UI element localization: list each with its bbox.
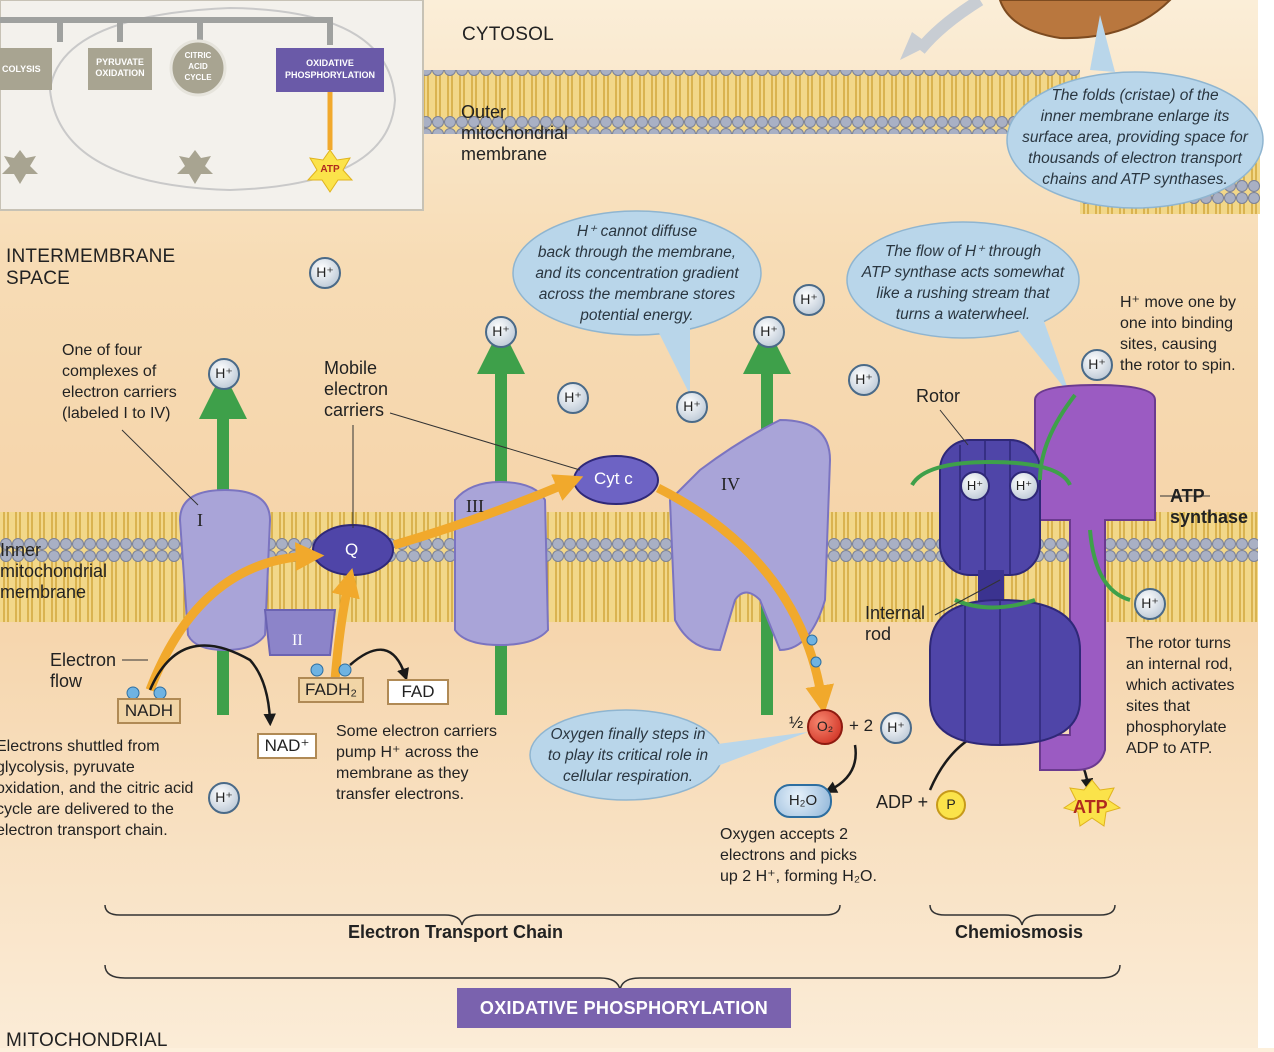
fad-box: FAD [387,679,449,705]
leader-lines [121,409,1210,661]
chemiosmosis-label: Chemiosmosis [955,922,1084,942]
oxygen-molecule: O₂ [807,709,843,745]
bubble-flow [846,221,1080,339]
inset-pyruvate-box [88,48,152,90]
bracket-chemi [929,904,1116,926]
inset-oxphos-box [276,48,384,92]
inset-burst [177,150,213,184]
h-ion: H⁺ [309,257,341,289]
rotor-label: Rotor [916,386,961,406]
electron-path-nadh [145,542,325,692]
h-ion: H⁺ [1081,349,1113,381]
electron-dot [806,634,818,646]
h-ion-reactant: H⁺ [880,712,912,744]
complex-I [178,488,272,652]
inset-citric-cycle [169,39,227,97]
inset-atp-label: ATP [320,164,340,175]
matrix-label: MITOCHONDRIAL [6,1030,168,1051]
h-ion: H⁺ [557,382,589,414]
adp-label: ADP + [876,792,929,812]
h-ion: H⁺ [793,284,825,316]
inset-atp-burst [306,149,354,193]
complex-IV [668,418,832,652]
right-margin [1258,0,1274,1048]
inset-panel [0,0,424,211]
h-ion: H⁺ [208,358,240,390]
half-label: ½ [789,713,804,732]
etc-label: Electron Transport Chain [348,922,564,942]
electron-path-q-cytc [392,474,584,550]
bracket-etc [104,904,841,926]
h-ion: H⁺ [960,471,990,501]
atp-product-label: ATP [1073,797,1108,817]
outer-membrane-label: Outer mitochondrial membrane [461,102,569,164]
inner-membrane-label: Inner mitochondrial membrane [0,540,108,602]
complex-I-label: I [197,510,203,530]
water-molecule: H₂O [774,784,832,818]
electron-dot [338,663,352,677]
cytosol-label: CYTOSOL [462,24,554,45]
atp-burst [1062,779,1122,827]
cytc-label: Cyt c [594,469,633,488]
proton-path-synthase [1038,393,1131,602]
rotation-arrow [910,459,1072,487]
h-ion: H⁺ [848,364,880,396]
inset-glycolysis-label: COLYSIS [2,64,41,74]
bubble-cristae [1006,71,1264,209]
fadh2-box: FADH₂ [298,677,364,703]
nad-box: NAD⁺ [257,733,317,759]
q-label: Q [345,540,359,559]
atp-synthase-stator [1034,383,1156,771]
h-ion: H⁺ [1009,471,1039,501]
o2-to-h2o-arrow [824,744,857,793]
h-ion: H⁺ [485,316,517,348]
complex-II [263,609,337,656]
nadh-to-nad-arrow [148,644,276,727]
h-ion: H⁺ [208,782,240,814]
complex-IV-label: IV [721,474,740,494]
complex-II-label: II [292,632,303,649]
outer-membrane [420,70,1080,134]
bubble-diffuse [512,210,762,336]
h-ion: H⁺ [676,391,708,423]
inset-burst [2,150,38,184]
nadh-box: NADH [117,698,181,724]
rotation-arrow-rod [954,598,1036,610]
inset-glycolysis-box [0,48,52,90]
oxphos-banner: OXIDATIVE PHOSPHORYLATION [457,988,791,1028]
h-ion: H⁺ [1134,588,1166,620]
fadh2-to-fad-arrow [349,648,409,681]
electron-path-fadh2 [330,567,360,681]
complex-III [454,480,550,647]
electron-dot [310,663,324,677]
electron-dot [810,656,822,668]
h-ion: H⁺ [753,316,785,348]
complex-III-label: III [466,496,484,516]
intermembrane-label: INTERMEMBRANE SPACE [6,246,176,289]
atp-synthase-knob [929,598,1081,747]
phosphate: P [936,790,966,820]
mitochondrion-thumbnail [998,0,1172,40]
plus-two-label: + 2 [849,716,874,735]
